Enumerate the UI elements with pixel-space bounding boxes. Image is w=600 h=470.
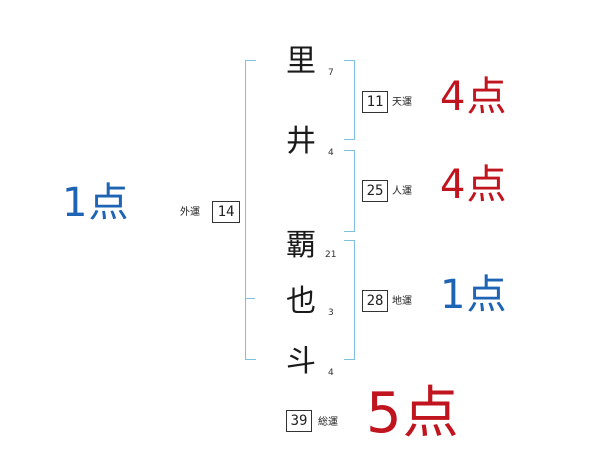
tenkaku-value: 11: [362, 91, 388, 113]
name-char-3: 覇: [286, 228, 316, 263]
name-char-5: 斗: [286, 344, 316, 379]
jinkaku-value: 25: [362, 180, 388, 202]
gaikaku-label: 外運: [180, 207, 200, 218]
stroke-count-1: 7: [328, 68, 334, 78]
chikaku-value: 28: [362, 290, 388, 312]
chikaku-score: 1点: [440, 272, 508, 318]
tenkaku-label: 天運: [392, 97, 412, 108]
soukaku-value: 39: [286, 410, 312, 432]
stroke-count-3: 21: [325, 250, 337, 260]
soukaku-score: 5点: [366, 381, 460, 446]
outer-bracket-tick: [245, 298, 255, 299]
stroke-count-2: 4: [328, 148, 334, 158]
name-char-2: 井: [286, 124, 316, 159]
name-char-4: 也: [286, 284, 316, 319]
jinkaku-score: 4点: [440, 162, 508, 208]
tenkaku-score: 4点: [440, 74, 508, 120]
jinkaku-bracket: [344, 150, 355, 232]
stroke-count-4: 3: [328, 308, 334, 318]
outer-bracket: [245, 60, 256, 360]
gaikaku-value: 14: [212, 201, 240, 223]
jinkaku-label: 人運: [392, 186, 412, 197]
stroke-count-5: 4: [328, 368, 334, 378]
soukaku-label: 総運: [318, 417, 338, 428]
chikaku-label: 地運: [392, 296, 412, 307]
gaikaku-score: 1点: [62, 180, 130, 226]
chikaku-bracket: [344, 240, 355, 360]
tenkaku-bracket: [344, 60, 355, 140]
name-char-1: 里: [286, 44, 316, 79]
